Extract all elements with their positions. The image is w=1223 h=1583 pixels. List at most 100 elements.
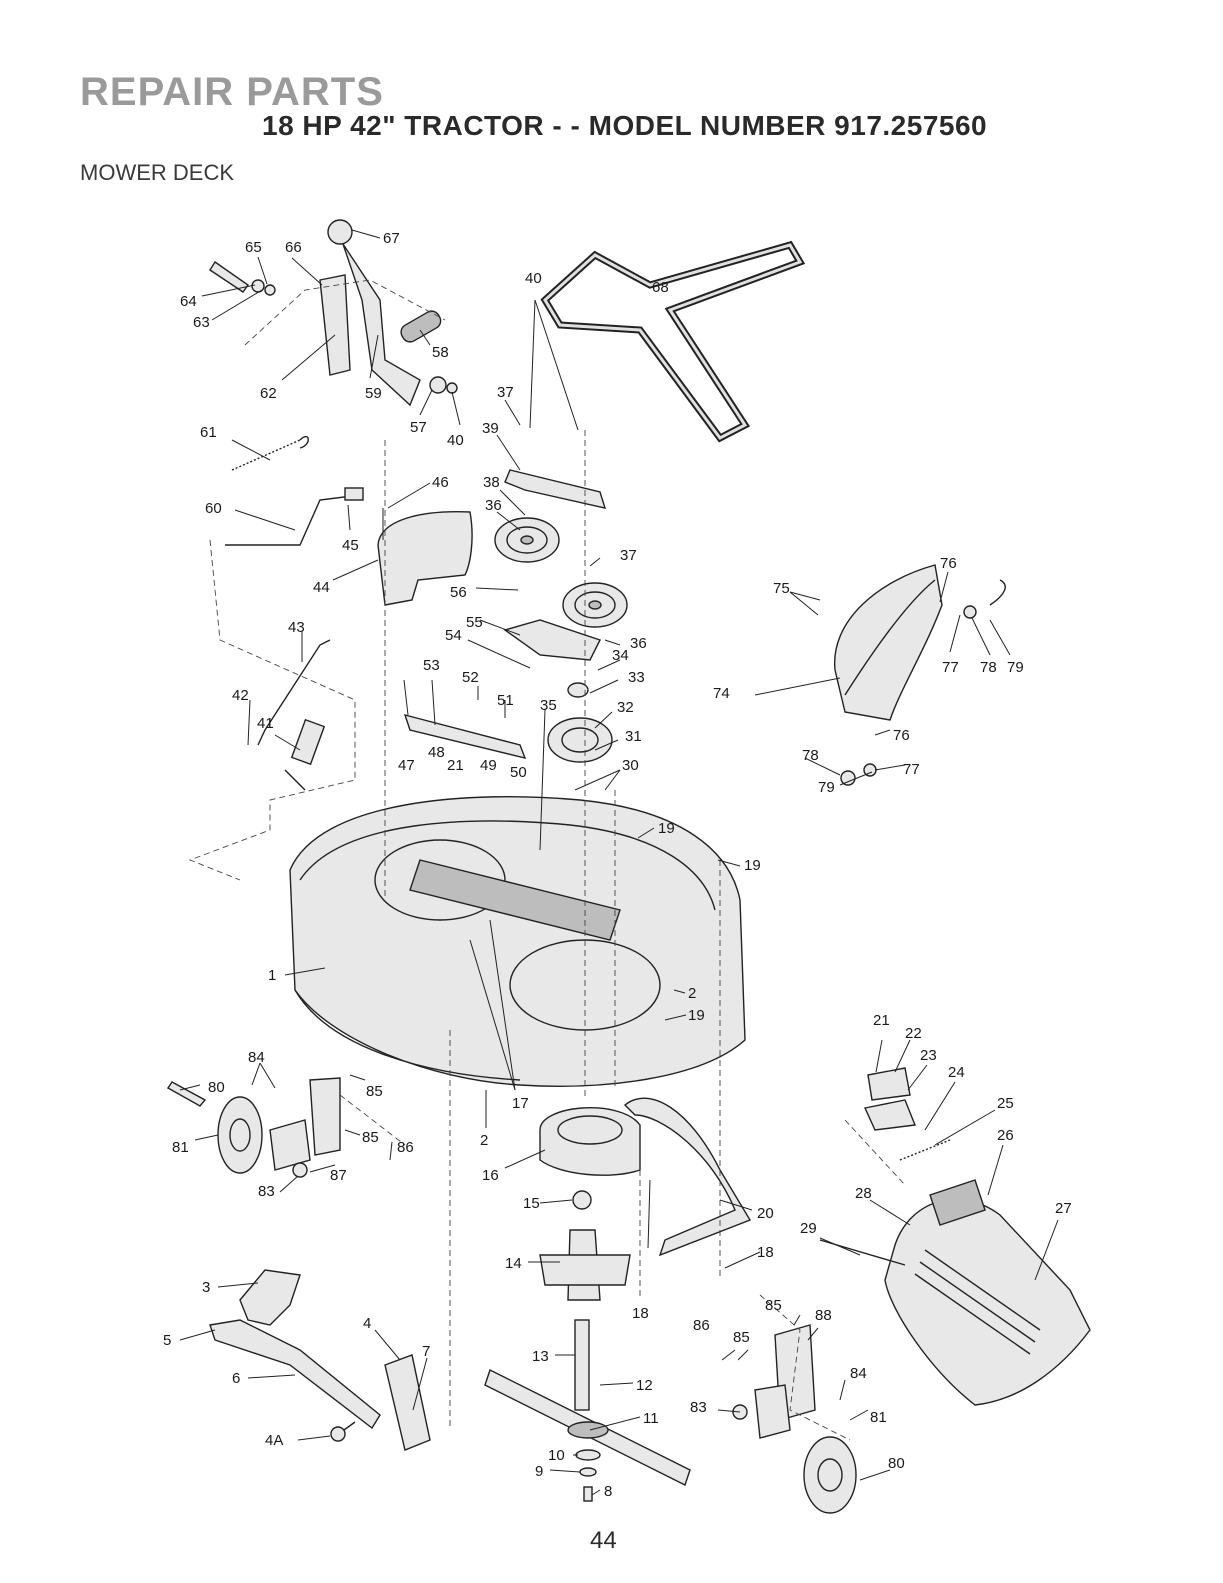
idler-pulley-right: [562, 582, 628, 628]
callout-77a: 77: [942, 659, 959, 676]
deck-lift-handle: [319, 219, 458, 407]
callout-50: 50: [510, 764, 527, 781]
callout-27: 27: [1055, 1200, 1072, 1217]
callout-55: 55: [466, 614, 483, 631]
callout-88: 88: [815, 1307, 832, 1324]
bolt-4A: [330, 1421, 356, 1442]
callout-75: 75: [773, 580, 790, 597]
callout-84b: 84: [850, 1365, 867, 1382]
callout-68: 68: [652, 279, 669, 296]
bolt-65: [209, 261, 276, 296]
stiffener-53: [403, 679, 527, 759]
callout-85c: 85: [765, 1297, 782, 1314]
callout-23: 23: [920, 1047, 937, 1064]
callout-80a: 80: [208, 1079, 225, 1096]
callout-34: 34: [612, 647, 629, 664]
callout-48: 48: [428, 744, 445, 761]
callout-9: 9: [535, 1463, 543, 1480]
callout-52: 52: [462, 669, 479, 686]
gauge-wheel-left: [166, 1077, 341, 1178]
callout-7: 7: [422, 1343, 430, 1360]
callout-79a: 79: [1007, 659, 1024, 676]
callout-30: 30: [622, 757, 639, 774]
callout-15: 15: [523, 1195, 540, 1212]
callout-86a: 86: [397, 1139, 414, 1156]
extension-spring-61: [231, 435, 309, 471]
callout-53: 53: [423, 657, 440, 674]
callout-24: 24: [948, 1064, 965, 1081]
callout-86b: 86: [693, 1317, 710, 1334]
callout-21b: 21: [873, 1012, 890, 1029]
callout-17: 17: [512, 1095, 529, 1112]
callout-81b: 81: [870, 1409, 887, 1426]
callout-47: 47: [398, 757, 415, 774]
callout-77b: 77: [903, 761, 920, 778]
model-subtitle: 18 HP 42" TRACTOR - - MODEL NUMBER 917.2…: [262, 110, 988, 141]
callout-35: 35: [540, 697, 557, 714]
callout-83a: 83: [258, 1183, 275, 1200]
callout-85d: 85: [733, 1329, 750, 1346]
callout-22: 22: [905, 1025, 922, 1042]
callout-4: 4: [363, 1315, 371, 1332]
callout-2a: 2: [688, 985, 696, 1002]
discharge-chute-27: [884, 1179, 1091, 1406]
callout-11: 11: [643, 1410, 659, 1427]
spindle-cover-16: [539, 1107, 641, 1176]
callout-62: 62: [260, 385, 277, 402]
lift-link-60: [225, 487, 364, 546]
callout-78b: 78: [802, 747, 819, 764]
idler-bracket-55: [503, 619, 601, 661]
hinge-bracket-23: [863, 1067, 916, 1131]
callout-19c: 19: [688, 1007, 705, 1024]
callout-37a: 37: [497, 384, 514, 401]
belt-guard-44: [377, 508, 473, 606]
callout-60: 60: [205, 500, 222, 517]
callout-18a: 18: [632, 1305, 649, 1322]
blade-11: [484, 1369, 691, 1486]
callout-51: 51: [497, 692, 514, 709]
callout-12: 12: [636, 1377, 653, 1394]
front-link-6: [209, 1319, 381, 1430]
callout-54: 54: [445, 627, 462, 644]
callout-6: 6: [232, 1370, 240, 1387]
callout-61: 61: [200, 424, 217, 441]
callout-65: 65: [245, 239, 262, 256]
callout-21a: 21: [447, 757, 464, 774]
section-heading: MOWER DECK: [80, 160, 234, 185]
callout-33: 33: [628, 669, 645, 686]
callout-42: 42: [232, 687, 249, 704]
callout-19b: 19: [744, 857, 761, 874]
callout-29: 29: [800, 1220, 817, 1237]
assembly-lines: [188, 279, 906, 1441]
mower-deck-housing: [289, 796, 746, 1087]
chute-spring-25: [899, 1139, 951, 1161]
callout-81a: 81: [172, 1139, 189, 1156]
callout-83b: 83: [690, 1399, 707, 1416]
front-bracket-4: [384, 1354, 431, 1451]
front-hanger-3: [239, 1269, 301, 1326]
callout-63: 63: [193, 314, 210, 331]
callout-85a: 85: [366, 1083, 383, 1100]
callout-59: 59: [365, 385, 382, 402]
callout-18b: 18: [757, 1244, 774, 1261]
callout-1: 1: [268, 967, 276, 984]
blade-hardware: [575, 1449, 601, 1502]
front-link-43: [257, 639, 331, 791]
callout-78a: 78: [980, 659, 997, 676]
callout-38: 38: [483, 474, 500, 491]
callout-87: 87: [330, 1167, 347, 1184]
callout-14: 14: [505, 1255, 522, 1272]
callout-31: 31: [625, 728, 642, 745]
callout-44: 44: [313, 579, 330, 596]
callout-16: 16: [482, 1167, 499, 1184]
callout-85b: 85: [362, 1129, 379, 1146]
page-title: REPAIR PARTS: [80, 70, 384, 114]
callout-41: 41: [257, 715, 274, 732]
deck-pulley-32: [547, 682, 613, 763]
callout-45: 45: [342, 537, 359, 554]
idler-pulley-36: [494, 517, 560, 563]
callout-76b: 76: [893, 727, 910, 744]
callout-58: 58: [432, 344, 449, 361]
callout-3: 3: [202, 1279, 210, 1296]
